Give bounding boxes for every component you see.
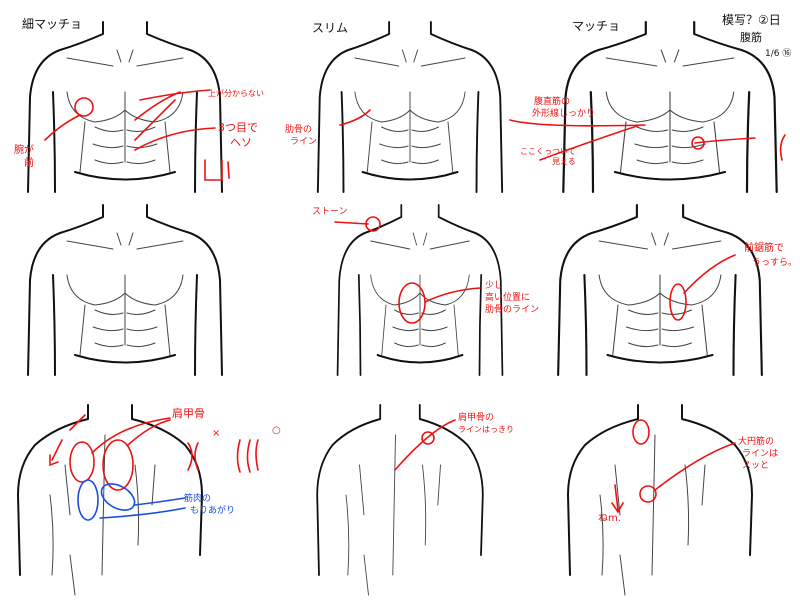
note-takai-ichi: 高い位置に	[485, 293, 531, 303]
note-ussura: うっすら。	[752, 258, 798, 268]
note-cross-mark: ×	[212, 428, 221, 439]
note-kokokuttsuite: ここくっついて	[520, 147, 576, 156]
note-stone: ストーン	[312, 207, 348, 217]
figure-hosomaccho-angle	[27, 204, 223, 376]
annotations-row3	[49, 414, 736, 521]
note-moriagari: もりあがり	[190, 506, 236, 516]
note-rokkotsu-line2: ライン	[290, 137, 318, 147]
figure-slim-angle	[336, 204, 504, 376]
note-daienkin-line3: スッと	[742, 461, 770, 471]
annotations-row1	[44, 89, 786, 181]
note-fukuchoku: 腹直筋の	[534, 97, 571, 107]
note-arm: ねm.	[598, 513, 621, 524]
note-fukuchoku-line2: 外形線しっかり	[532, 109, 596, 119]
figure-macho-front	[562, 20, 778, 194]
note-rokkotsu-line: 肋骨のライン	[485, 305, 540, 315]
note-ude-ga: 腕が	[14, 145, 34, 156]
note-kenkou-line: 肩甲骨の	[458, 413, 495, 423]
note-zenkyo: 前鋸筋で	[744, 243, 784, 254]
note-kenkoukotsu: 肩甲骨	[172, 407, 205, 420]
figure-slim-front	[316, 21, 504, 193]
note-rokkotsu: 肋骨の	[285, 125, 313, 135]
corner-note-line1: 模写？②日	[722, 13, 781, 27]
note-mae: 前	[24, 158, 34, 169]
figure-macho-angle	[557, 203, 763, 377]
note-daienkin: 大円筋の	[738, 437, 775, 447]
title-hosomaccho: 細マッチョ	[22, 17, 83, 31]
note-mittsume: 3つ目で	[218, 121, 258, 134]
note-mieru: 見える	[552, 157, 576, 166]
note-heso: ヘソ	[230, 136, 252, 149]
figure-hosomaccho-front	[27, 21, 223, 193]
note-kenkou-line2: ラインはっきり	[458, 425, 514, 434]
note-ue-wakaranai: 上が分からない	[208, 89, 264, 98]
figure-macho-back	[567, 404, 753, 596]
title-slim: スリム	[312, 21, 349, 35]
corner-note-line2: 腹筋	[740, 31, 762, 44]
corner-note-line3: 1/6 ⑯	[765, 49, 792, 59]
note-circle-mark: ○	[272, 425, 281, 436]
note-daienkin-line2: ラインは	[742, 449, 779, 459]
note-sukoshi: 少し	[485, 281, 504, 291]
annotations-row2	[334, 216, 736, 324]
note-kinniku: 筋肉の	[184, 494, 212, 504]
title-macho: マッチョ	[572, 19, 621, 33]
